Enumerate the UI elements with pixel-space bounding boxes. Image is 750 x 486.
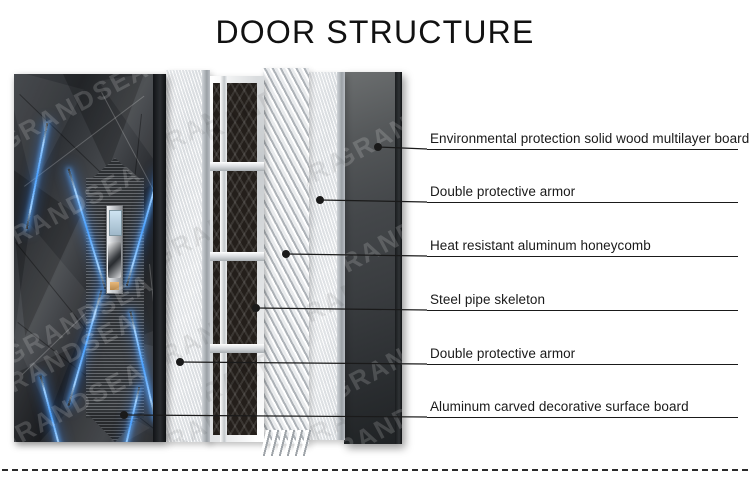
layer-wood-multilayer-board[interactable]: GRANDSEA GRANDSEA GRANDSEA GRANDSEA <box>344 72 402 444</box>
leader-line-5 <box>179 361 428 365</box>
layer-carved-door-panel[interactable]: GRANDSEA GRANDSEA GRANDSEA GRANDSEA GRAN… <box>14 74 166 442</box>
layer-armor-sheet-rear[interactable]: GRANDSEA GRANDSEA GRANDSEA <box>307 72 345 440</box>
skeleton-cross-bar <box>206 162 264 171</box>
callout-label: Environmental protection solid wood mult… <box>430 131 750 146</box>
callout-underline <box>427 417 738 418</box>
leader-line-2 <box>319 199 428 203</box>
leader-dot-5 <box>176 358 185 367</box>
callout-label: Double protective armor <box>430 346 576 361</box>
callout-label: Heat resistant aluminum honeycomb <box>430 238 651 253</box>
armor-rear-edge <box>337 72 345 440</box>
leader-dot-6 <box>119 411 128 420</box>
callout-underline <box>427 202 738 203</box>
leader-line-4 <box>255 307 428 311</box>
skeleton-cross-bar <box>206 252 264 261</box>
page-title: DOOR STRUCTURE <box>215 14 535 50</box>
skeleton-cross-bar <box>206 344 264 353</box>
door-handle-smart-lock[interactable] <box>106 205 123 294</box>
armor-front-edge <box>202 70 210 442</box>
door-panel-edge <box>153 74 166 442</box>
keypad-icon <box>109 210 122 236</box>
leader-dot-3 <box>282 250 291 259</box>
layer-armor-sheet-front[interactable]: GRANDSEA GRANDSEA GRANDSEA GRANDSEA <box>166 70 210 442</box>
leader-dot-1 <box>374 143 383 152</box>
layer-steel-pipe-skeleton[interactable]: GRANDSEA GRANDSEA <box>206 76 264 442</box>
bottom-dashed-divider <box>2 469 748 471</box>
leader-line-6 <box>123 414 428 418</box>
callout-label: Double protective armor <box>430 184 576 199</box>
callout-label: Steel pipe skeleton <box>430 292 546 307</box>
leader-line-3 <box>285 253 428 257</box>
leader-dot-2 <box>316 196 325 205</box>
keyhole-icon <box>110 282 119 290</box>
callout-underline <box>427 310 738 311</box>
callout-underline <box>427 256 738 257</box>
callout-label: Aluminum carved decorative surface board <box>430 399 689 414</box>
callout-underline <box>427 149 738 150</box>
callout-underline <box>427 364 738 365</box>
wood-board-edge <box>395 72 402 444</box>
handle-grip <box>108 242 121 278</box>
leader-line-1 <box>377 146 428 150</box>
leader-dot-4 <box>252 304 261 313</box>
